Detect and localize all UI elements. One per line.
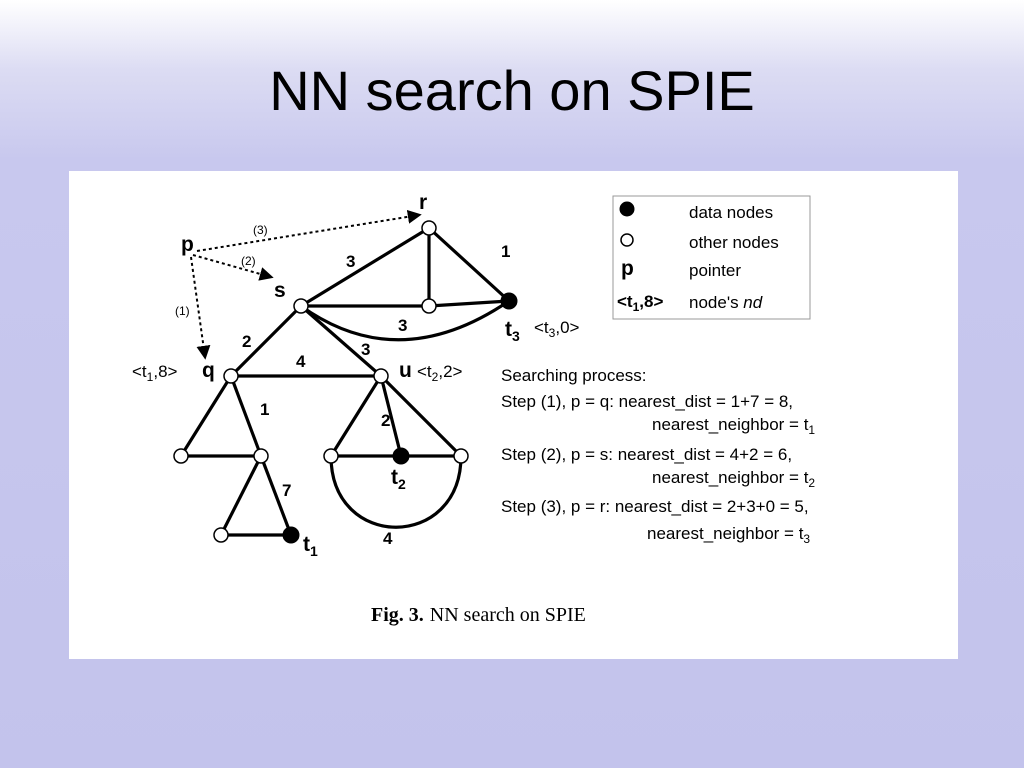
caption-text: Fig. 3.NN search on SPIE	[371, 604, 586, 626]
edge-q-mid	[229, 375, 263, 457]
legend: data nodes other nodes p pointer <t1,8> …	[612, 195, 811, 320]
nodes	[173, 220, 518, 544]
pointer-arrow-1	[190, 256, 211, 360]
slide-title: NN search on SPIE	[269, 59, 755, 122]
label-t3: t3	[505, 318, 520, 344]
legend-nd-symbol: <t1,8>	[617, 292, 663, 314]
nd-labels: <t1,8> <t2,2> <t3,0>	[132, 318, 580, 384]
label-r: r	[419, 191, 427, 214]
spie-diagram: p r s q u t3 t1 t2 <t1,8> <t2,2> <t3,0> …	[132, 191, 815, 626]
node-u-left	[323, 448, 339, 464]
node-u-right	[453, 448, 469, 464]
edge-s-r	[300, 226, 430, 308]
label-p: p	[181, 233, 194, 256]
edge-s-q	[229, 304, 303, 378]
legend-pointer-symbol: p	[621, 257, 634, 280]
pointer-arrow-3	[196, 209, 422, 252]
node-q-mid	[253, 448, 269, 464]
process-step2-line1: Step (2), p = s: nearest_dist = 4+2 = 6,	[501, 445, 792, 464]
edge-u-t2	[379, 375, 403, 457]
weight-bottom-arc: 4	[383, 529, 393, 548]
node-s	[293, 298, 309, 314]
label-s: s	[274, 279, 286, 302]
node-t2	[392, 447, 410, 465]
legend-box	[612, 195, 811, 320]
pointer-arrows	[190, 209, 422, 360]
edge-s-t3-arc	[300, 299, 510, 342]
label-u: u	[399, 359, 412, 382]
node-q	[223, 368, 239, 384]
nd-q: <t1,8>	[132, 362, 178, 384]
pointer-step-labels: (1) (2) (3)	[175, 223, 268, 318]
node-bottom-left	[213, 527, 229, 543]
process-step3-line2: nearest_neighbor = t3	[647, 524, 810, 546]
pointer-step-3: (3)	[253, 223, 268, 237]
legend-nd-label: node's nd	[689, 293, 763, 312]
node-t3	[500, 292, 518, 310]
node-q-left	[173, 448, 189, 464]
weight-q-u: 4	[296, 352, 306, 371]
node-t1	[282, 526, 300, 544]
process-step3-line1: Step (3), p = r: nearest_dist = 2+3+0 = …	[501, 497, 809, 516]
weight-s-u: 3	[361, 340, 370, 359]
label-t2: t2	[391, 466, 406, 492]
figure-panel: p r s q u t3 t1 t2 <t1,8> <t2,2> <t3,0> …	[69, 171, 958, 659]
legend-data-node-icon	[619, 201, 635, 217]
legend-other-nodes: other nodes	[689, 233, 779, 252]
figure-caption: Fig. 3.NN search on SPIE	[371, 604, 586, 626]
weight-u-t2: 2	[381, 411, 390, 430]
weight-s-q: 2	[242, 332, 251, 351]
edge-q-left	[179, 375, 233, 457]
edge-rmid-t3	[428, 299, 510, 308]
weight-s-r: 3	[346, 252, 355, 271]
edge-u-right	[379, 374, 463, 458]
searching-process: Searching process: Step (1), p = q: near…	[501, 366, 815, 546]
edge-mid-t1	[259, 455, 293, 536]
weight-s-t3-arc: 3	[398, 316, 407, 335]
weight-mid-t1: 7	[282, 481, 291, 500]
legend-other-node-icon	[620, 233, 634, 247]
edges	[179, 226, 511, 537]
edge-s-u	[299, 304, 383, 378]
node-r-mid	[421, 298, 437, 314]
label-q: q	[202, 359, 215, 382]
pointer-step-2: (2)	[241, 254, 256, 268]
label-t1: t1	[303, 533, 318, 559]
edge-bottom-arc	[329, 455, 463, 529]
node-r	[421, 220, 437, 236]
process-step2-line2: nearest_neighbor = t2	[652, 468, 815, 490]
edge-u-left	[329, 375, 383, 457]
legend-pointer: pointer	[689, 261, 741, 280]
weight-q-mid: 1	[260, 400, 269, 419]
pointer-arrow-2	[192, 254, 274, 281]
node-u	[373, 368, 389, 384]
pointer-step-1: (1)	[175, 304, 190, 318]
edge-mid-bl	[219, 455, 263, 536]
nd-t3: <t3,0>	[534, 318, 580, 340]
legend-data-nodes: data nodes	[689, 203, 773, 222]
process-heading: Searching process:	[501, 366, 647, 385]
edge-r-t3	[427, 226, 511, 303]
nd-u: <t2,2>	[417, 362, 463, 384]
weight-r-t3: 1	[501, 242, 510, 261]
process-step1-line1: Step (1), p = q: nearest_dist = 1+7 = 8,	[501, 392, 793, 411]
edge-weights: 3 1 3 2 4 3 1 7 2 4	[242, 242, 510, 548]
node-labels: p r s q u t3 t1 t2	[181, 191, 520, 559]
process-step1-line2: nearest_neighbor = t1	[652, 415, 815, 437]
